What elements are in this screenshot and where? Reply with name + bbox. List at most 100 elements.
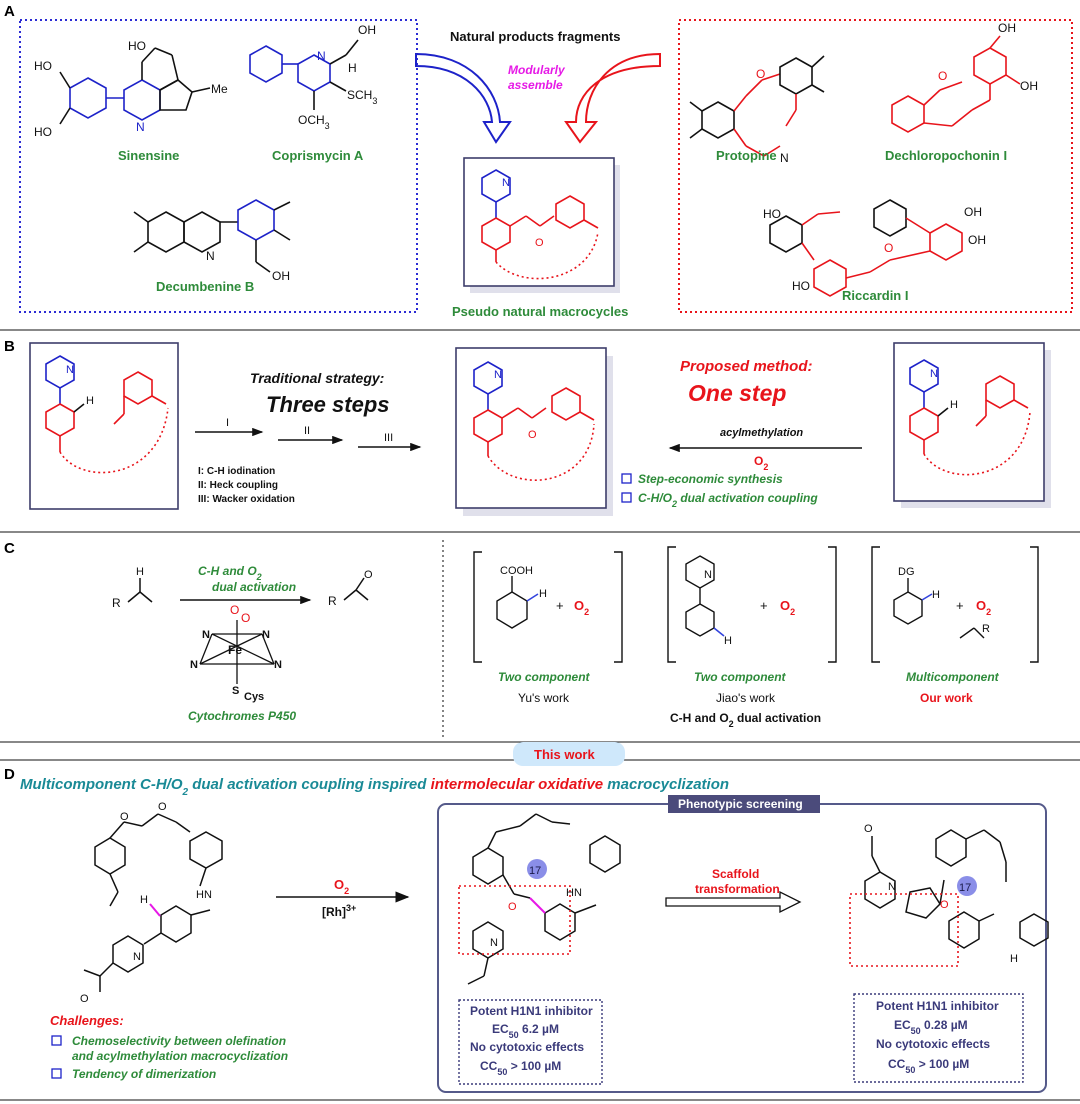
panel-d: This work D Multicomponent C-H/O2 dual a… [4,742,1049,1093]
jiao-plus: + [760,598,768,613]
challenge-box-1 [51,1035,62,1046]
d-rh: [Rh]3+ [322,903,356,919]
coprismycin-h: H [348,61,357,75]
pseudo-label: Pseudo natural macrocycles [452,304,628,319]
b-right-structure [909,359,1031,476]
info2-cc50: CC50 > 100 µM [888,1057,969,1075]
d-transformed-o: O [940,899,949,911]
p450-n4: N [274,659,282,671]
riccardin-structure [769,199,963,297]
sinensine-n: N [136,120,145,134]
p450-cys: Cys [244,691,264,703]
jiao-ch-bond [713,627,725,637]
dechloro-oh-right: OH [1020,79,1038,93]
p450-n1: N [202,629,210,641]
compound-17-label: 17 [529,865,541,877]
decumbenine-label: Decumbenine B [156,279,254,294]
info2-title: Potent H1N1 inhibitor [876,999,999,1013]
d-product-highlight-box [458,885,571,955]
coprismycin-och3: OCH3 [298,113,330,131]
b-o2: O2 [754,454,768,472]
bullet-box-1 [621,473,632,484]
protopine-label: Protopine [716,148,777,163]
one-step: One step [688,380,786,406]
sinensine-label: Sinensine [118,148,179,163]
three-steps: Three steps [266,392,390,417]
ours-type: Multicomponent [906,670,1000,684]
jiao-type: Two component [694,670,787,684]
panel-b-letter: B [4,338,15,355]
c-arrow-label-2: dual activation [212,580,296,594]
b-left-n: N [66,364,74,376]
panel-c: C R H C-H and O2 dual activation R O O O… [4,540,1039,738]
c-h-left: H [136,566,144,578]
challenge-2: Tendency of dimerization [72,1067,216,1081]
panel-a-left-box [19,19,418,313]
b-mid-box [455,347,607,509]
dechloro-label: Dechloropochonin I [885,148,1007,163]
d-product-structure [467,813,621,985]
ours-bracket [871,546,1039,663]
info2-cyto: No cytotoxic effects [876,1037,990,1051]
b-right-n: N [930,368,938,380]
coprismycin-label: Coprismycin A [272,148,364,163]
yu-o2: O2 [574,598,589,617]
this-work-text: This work [534,747,595,762]
sinensine-structure [59,47,211,125]
challenge-box-2 [51,1068,62,1079]
dual-activation-caption: C-H and O2 dual activation [670,711,821,729]
p450-o1: O [230,603,239,617]
pseudo-structure [481,169,599,280]
protopine-n: N [780,151,789,165]
info1-cyto: No cytotoxic effects [470,1040,584,1054]
riccardin-oh-right: OH [968,233,986,247]
decumbenine-n: N [206,249,215,263]
compound-17-label-2: 17 [959,882,971,894]
challenge-1-line-2: and acylmethylation macrocyclization [72,1049,288,1063]
acylmethylation-label: acylmethylation [720,427,803,439]
p450-s: S [232,685,239,697]
note-step-i: I: C-H iodination [198,466,275,477]
blue-assemble-arrow [415,52,512,144]
trad-strategy: Traditional strategy: [250,370,384,386]
p450-n3: N [190,659,198,671]
pheno-text: Phenotypic screening [678,797,803,811]
assemble-text: assemble [508,78,563,92]
d-transformed-o-ester: O [864,823,873,835]
d-start-o3: O [80,993,89,1005]
yu-cooh: COOH [500,565,533,577]
d-product-n: N [490,937,498,949]
d-start-structure [83,813,223,992]
panel-a-right-box [678,19,1073,313]
b-mid-o: O [528,429,537,441]
b-left-h: H [86,395,94,407]
pseudo-n: N [502,177,510,189]
pseudo-box [463,157,615,287]
d-start-o2: O [158,801,167,813]
p450-o2: O [241,611,250,625]
c-r-right: R [328,594,337,608]
b-left-box [29,342,179,510]
riccardin-oh-top: OH [964,205,982,219]
b-left-structure [45,355,169,474]
ours-plus: + [956,598,964,613]
scaffold-line-2: transformation [695,882,780,896]
ours-h: H [932,589,940,601]
panel-a: A HO HO HO Me N Sinensine [4,3,1073,319]
ours-ch-bond [921,593,933,601]
riccardin-ho-left: HO [763,207,781,221]
pseudo-o: O [535,237,544,249]
sinensine-ho-ring: HO [128,39,146,53]
info-box-2 [853,993,1024,1083]
challenge-1-line-1: Chemoselectivity between olefination [72,1034,286,1048]
b-right-h: H [950,399,958,411]
red-assemble-arrow [564,52,661,144]
d-o2: O2 [334,877,349,896]
d-start-o1: O [120,811,129,823]
info2-ec50: EC50 0.28 µM [894,1018,968,1036]
panel-b: B N H Traditional strategy: Three steps … [4,338,1051,516]
modularly-text: Modularly [508,63,566,77]
sinensine-ho-bottom: HO [34,125,52,139]
scaffold-arrow [665,890,802,914]
